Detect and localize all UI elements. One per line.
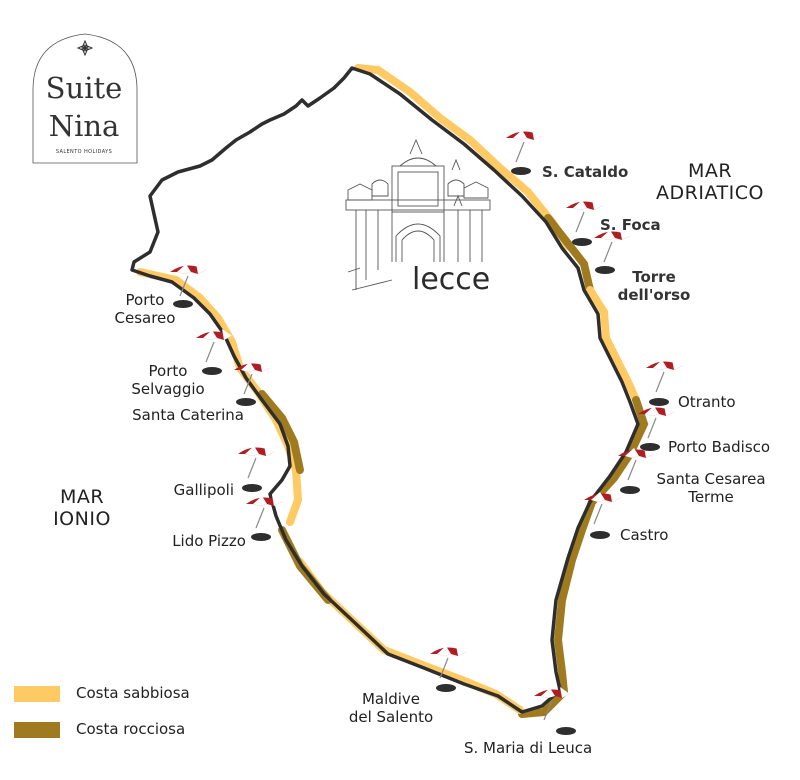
compass-star-icon xyxy=(76,39,94,57)
place-label-s-foca: S. Foca xyxy=(600,216,661,234)
place-label-porto-selvaggio: Porto Selvaggio xyxy=(118,362,218,398)
location-marker-icon xyxy=(556,727,576,735)
place-label-lido-pizzo: Lido Pizzo xyxy=(172,532,246,550)
location-marker-icon xyxy=(236,398,256,406)
location-markers xyxy=(173,167,669,735)
logo-tagline: SALENTO HOLIDAYS xyxy=(55,149,113,155)
place-label-torre-line1: Torre xyxy=(632,268,676,286)
place-label-maldive-line1: Maldive xyxy=(361,690,421,708)
peninsula-outline xyxy=(130,66,640,714)
place-label-maldive: Maldive del Salento xyxy=(336,690,446,726)
place-label-maldive-line2: del Salento xyxy=(348,708,434,726)
location-marker-icon xyxy=(251,533,271,541)
location-marker-icon xyxy=(173,300,193,308)
place-label-porto-cesareo-line2: Cesareo xyxy=(114,309,176,327)
location-marker-icon xyxy=(202,367,222,375)
place-label-porto-selvaggio-line2: Selvaggio xyxy=(131,380,205,398)
logo-arch xyxy=(32,33,138,164)
place-label-santa-cesarea-line2: Terme xyxy=(688,488,734,506)
lecce-monument-icon xyxy=(345,138,491,291)
legend-label-sandy: Costa sabbiosa xyxy=(76,684,190,702)
place-label-porto-cesareo: Porto Cesareo xyxy=(100,291,190,327)
beach-umbrella-icon xyxy=(505,128,543,163)
sea-label-adriatico-line1: MAR xyxy=(687,160,733,182)
legend-swatch-rocky xyxy=(14,722,60,738)
coast-sandy-south xyxy=(296,558,524,714)
coast-sandy-north-east xyxy=(354,64,572,250)
place-label-santa-cesarea: Santa Cesarea Terme xyxy=(644,470,778,506)
place-label-leuca: S. Maria di Leuca xyxy=(464,739,593,757)
place-label-castro: Castro xyxy=(620,526,669,544)
place-label-torre-dellorso: Torre dell'orso xyxy=(614,268,694,304)
suite-nina-logo: Suite Nina SALENTO HOLIDAYS xyxy=(32,33,136,163)
sea-label-adriatico-line2: ADRIATICO xyxy=(656,182,764,204)
location-marker-icon xyxy=(590,531,610,539)
coast-rocky-west xyxy=(258,390,304,474)
location-marker-icon xyxy=(649,398,669,406)
beach-umbrella-icon xyxy=(645,358,683,393)
location-marker-icon xyxy=(242,484,262,492)
place-label-otranto: Otranto xyxy=(678,393,736,411)
beach-umbrella-icon xyxy=(565,198,603,233)
beach-umbrella-icon xyxy=(195,328,233,363)
place-label-s-cataldo: S. Cataldo xyxy=(542,163,629,181)
location-marker-icon xyxy=(572,238,592,246)
place-label-porto-cesareo-line1: Porto xyxy=(125,291,165,309)
place-label-porto-selvaggio-line1: Porto xyxy=(148,362,188,380)
legend-swatch-sandy xyxy=(14,686,60,702)
legend-label-rocky: Costa rocciosa xyxy=(76,720,186,738)
sea-label-ionio-line2: IONIO xyxy=(53,508,111,530)
place-label-santa-caterina: Santa Caterina xyxy=(132,406,244,424)
location-marker-icon xyxy=(511,167,531,175)
logo-mark xyxy=(32,33,138,164)
location-marker-icon xyxy=(640,443,660,451)
place-label-santa-cesarea-line1: Santa Cesarea xyxy=(656,470,766,488)
logo-line-1: Suite xyxy=(45,71,123,105)
sea-label-ionio-line1: MAR xyxy=(59,486,105,508)
logo-line-2: Nina xyxy=(48,109,120,143)
city-label-lecce: lecce xyxy=(412,262,491,297)
sea-label-ionio: MAR IONIO xyxy=(38,486,126,530)
sea-label-adriatico: MAR ADRIATICO xyxy=(646,160,774,204)
beach-umbrella-icon xyxy=(237,444,275,479)
place-label-gallipoli: Gallipoli xyxy=(173,481,234,499)
location-marker-icon xyxy=(436,684,456,692)
place-label-torre-line2: dell'orso xyxy=(617,286,691,304)
coast-sandy-east xyxy=(586,286,640,404)
beach-umbrella-icon xyxy=(245,494,283,529)
location-marker-icon xyxy=(595,266,615,274)
coast-rocky-east-1 xyxy=(544,214,594,294)
location-marker-icon xyxy=(620,486,640,494)
place-label-porto-badisco: Porto Badisco xyxy=(668,438,771,456)
coast-rocky-east-2 xyxy=(518,396,649,718)
